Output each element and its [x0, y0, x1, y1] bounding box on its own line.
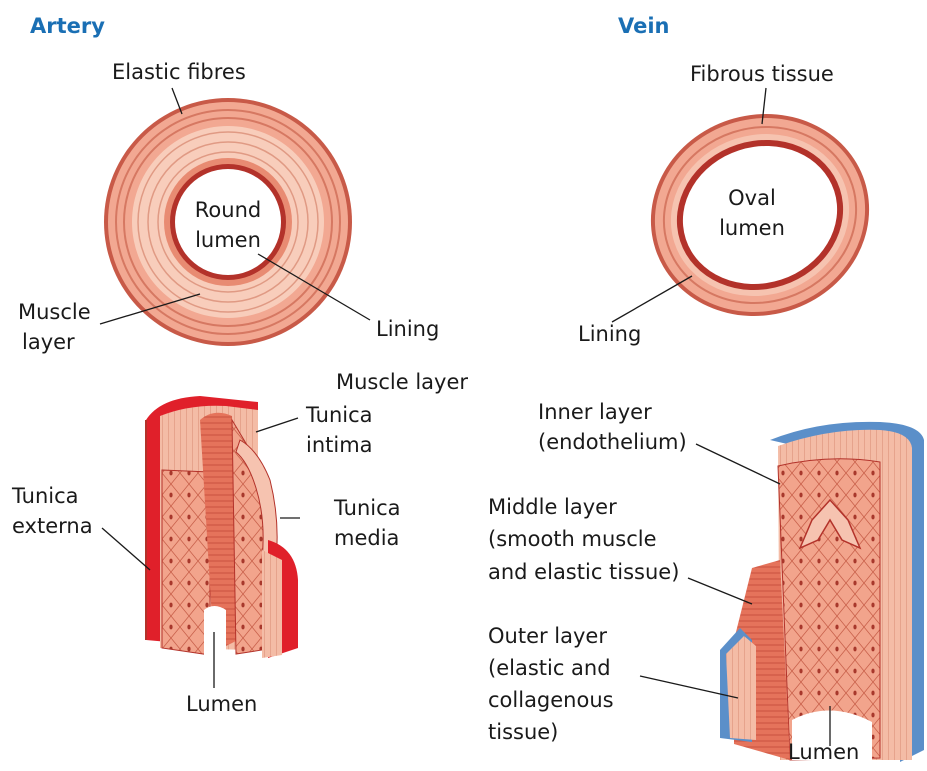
- label-middle-layer-line2: (smooth muscle: [488, 525, 657, 554]
- label-outer-layer-line4: tissue): [488, 718, 558, 747]
- label-muscle-line1: Muscle: [18, 298, 91, 327]
- label-tunica-externa-line1: Tunica: [12, 482, 79, 511]
- label-oval-lumen-line2: lumen: [700, 214, 804, 243]
- label-artery-lumen: Lumen: [186, 690, 257, 719]
- label-outer-layer-line1: Outer layer: [488, 622, 607, 651]
- label-elastic-fibres: Elastic fibres: [112, 58, 246, 87]
- label-vein-lining: Lining: [578, 320, 641, 349]
- label-muscle-line2: layer: [22, 328, 75, 357]
- label-artery-lining: Lining: [376, 315, 439, 344]
- label-outer-layer-line2: (elastic and: [488, 654, 611, 683]
- label-middle-layer-line3: and elastic tissue): [488, 558, 679, 587]
- label-oval-lumen-line1: Oval: [700, 184, 804, 213]
- label-round-lumen-line2: lumen: [178, 226, 278, 255]
- vein-title: Vein: [618, 14, 670, 38]
- vein-cutaway: [720, 422, 924, 762]
- label-muscle-layer-top: Muscle layer: [336, 368, 468, 397]
- artery-cutaway: [146, 396, 298, 660]
- label-tunica-media-line2: media: [334, 524, 399, 553]
- artery-title: Artery: [30, 14, 105, 38]
- label-inner-layer-line2: (endothelium): [538, 428, 687, 457]
- label-tunica-intima-line2: intima: [306, 431, 373, 460]
- label-tunica-externa-line2: externa: [12, 512, 93, 541]
- label-fibrous-tissue: Fibrous tissue: [690, 60, 834, 89]
- label-outer-layer-line3: collagenous: [488, 686, 614, 715]
- label-tunica-intima-line1: Tunica: [306, 401, 373, 430]
- label-inner-layer-line1: Inner layer: [538, 398, 652, 427]
- label-middle-layer-line1: Middle layer: [488, 493, 617, 522]
- label-round-lumen-line1: Round: [178, 196, 278, 225]
- label-tunica-media-line1: Tunica: [334, 494, 401, 523]
- label-vein-lumen: Lumen: [788, 738, 859, 767]
